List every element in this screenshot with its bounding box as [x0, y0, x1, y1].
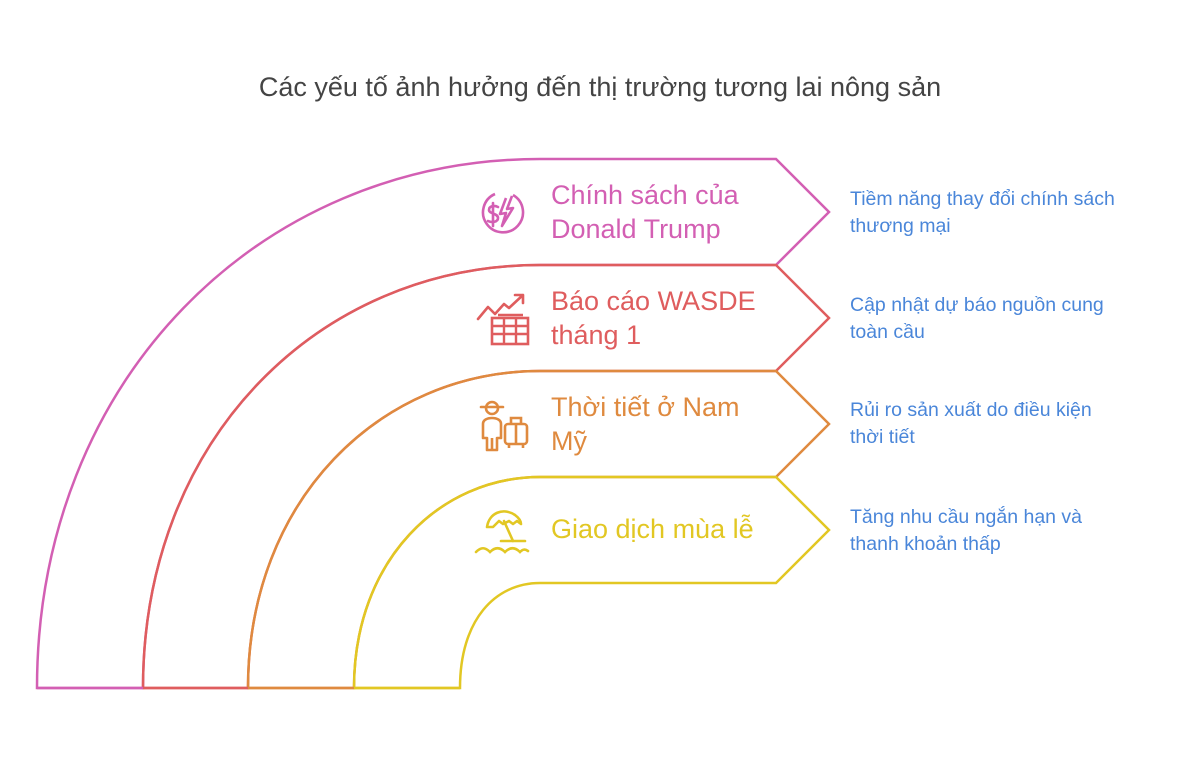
description-wasde: Cập nhật dự báo nguồn cung toàn cầu: [850, 292, 1160, 346]
description-line2: thời tiết: [850, 426, 915, 448]
band-label-line2: Donald Trump: [551, 214, 721, 244]
band-label-wasde: Báo cáo WASDE tháng 1: [551, 284, 756, 352]
description-line2: thương mại: [850, 215, 951, 237]
description-trump-policy: Tiềm năng thay đổi chính sách thương mại: [850, 186, 1160, 240]
description-line2: toàn cầu: [850, 321, 925, 343]
description-line2: thanh khoản thấp: [850, 533, 1001, 555]
diagram-title: Các yếu tố ảnh hưởng đến thị trường tươn…: [258, 72, 942, 102]
band-label-line2: tháng 1: [551, 320, 642, 350]
description-weather: Rủi ro sản xuất do điều kiện thời tiết: [850, 397, 1160, 451]
description-line1: Cập nhật dự báo nguồn cung: [850, 294, 1104, 316]
band-label-line1: Giao dịch mùa lễ: [551, 514, 754, 544]
description-holiday: Tăng nhu cầu ngắn hạn và thanh khoản thấ…: [850, 504, 1160, 558]
chart-table-icon: [476, 293, 530, 346]
band-label-line1: Thời tiết ở Nam: [551, 392, 740, 422]
band-label-line2: Mỹ: [551, 426, 587, 456]
dollar-lightning-icon: [481, 192, 525, 234]
band-label-holiday: Giao dịch mùa lễ: [551, 512, 754, 546]
description-line1: Rủi ro sản xuất do điều kiện: [850, 399, 1092, 421]
band-label-line1: Báo cáo WASDE: [551, 286, 756, 316]
band-label-line1: Chính sách của: [551, 180, 739, 210]
description-line1: Tăng nhu cầu ngắn hạn và: [850, 506, 1083, 528]
band-label-trump-policy: Chính sách của Donald Trump: [551, 178, 739, 246]
beach-umbrella-icon: [474, 510, 530, 554]
description-line1: Tiềm năng thay đổi chính sách: [850, 188, 1115, 210]
band-label-weather: Thời tiết ở Nam Mỹ: [551, 390, 739, 458]
band-shape-holiday: [352, 475, 831, 690]
traveler-luggage-icon: [479, 400, 529, 452]
